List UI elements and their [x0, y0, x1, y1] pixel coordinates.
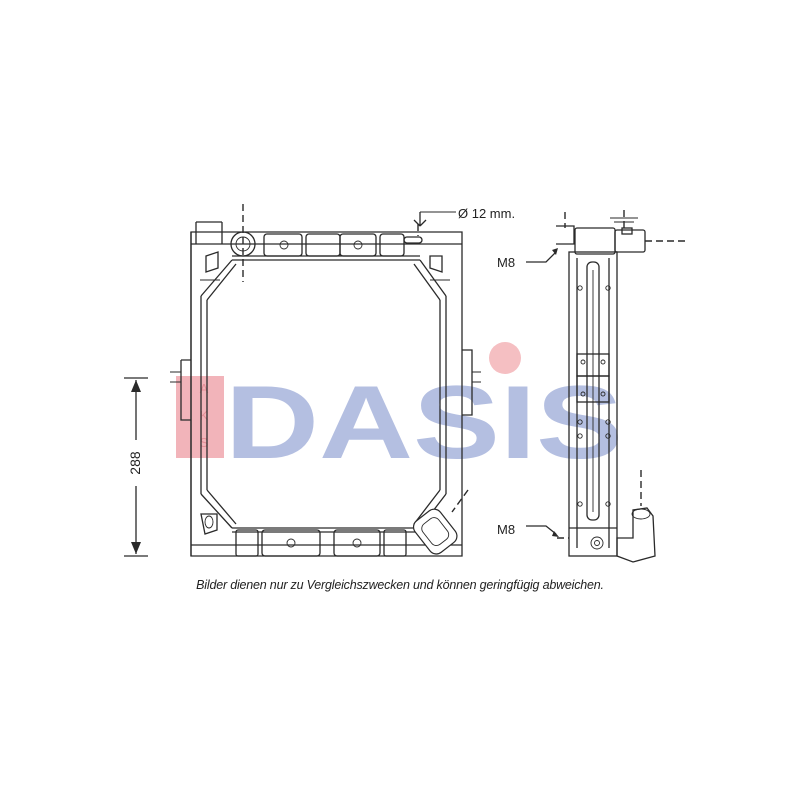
dasis-i-dot: [489, 342, 521, 374]
height-dimension-extents: [124, 377, 148, 557]
front-view: Ø 12 mm. 288: [124, 204, 515, 557]
pipe-diameter-label: Ø 12 mm.: [458, 206, 515, 221]
aks-logo-block: [176, 376, 224, 458]
dasis-wordmark: DASIS: [225, 365, 623, 481]
aks-letter-k: K: [200, 408, 209, 423]
side-body: [568, 251, 618, 557]
aks-letter-s: S: [200, 435, 209, 450]
height-dimension-value: 288: [127, 451, 143, 475]
brand-watermark: A K S DASIS: [176, 342, 623, 481]
thread-label-top: M8: [497, 255, 515, 270]
aks-letter-a: A: [200, 381, 209, 396]
thread-label-bottom: M8: [497, 522, 515, 537]
disclaimer-caption: Bilder dienen nur zu Vergleichszwecken u…: [196, 578, 604, 592]
side-view: M8 M8: [497, 210, 686, 563]
side-outlet-elbow: [616, 507, 656, 563]
